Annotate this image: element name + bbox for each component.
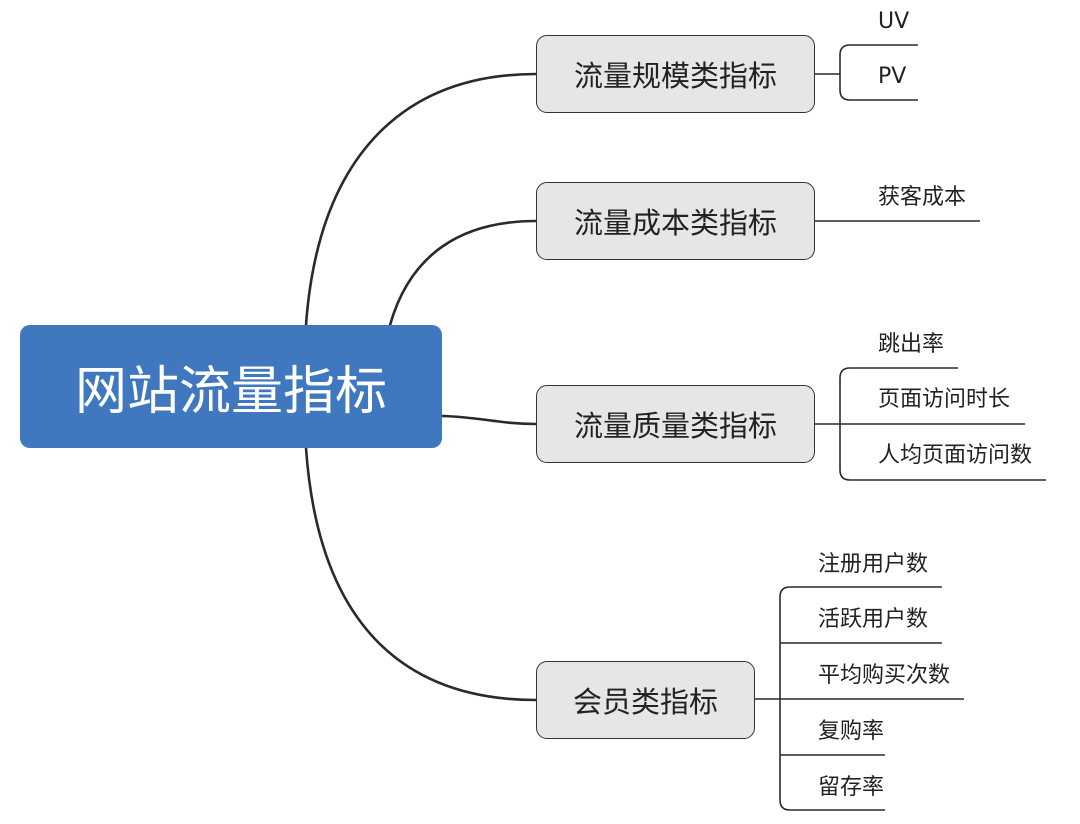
leaf-active-users: 活跃用户数 [818, 607, 929, 632]
branch-4-bracket [779, 586, 942, 811]
leaf-acquisition-cost: 获客成本 [878, 185, 967, 210]
connector-central-to-branch-4 [304, 446, 538, 702]
leaf-pages-per-visitor: 人均页面访问数 [878, 443, 1033, 468]
leaf-bounce-rate: 跳出率 [878, 332, 945, 357]
branch-3-bracket [839, 367, 1046, 481]
connector-central-to-branch-2 [388, 219, 538, 327]
branch-node-membership: 会员类指标 [536, 661, 755, 739]
connector-central-to-branch-3 [440, 414, 538, 426]
leaf-avg-purchases: 平均购买次数 [818, 663, 951, 688]
leaf-registered-users: 注册用户数 [818, 552, 929, 577]
leaf-retention-rate: 留存率 [818, 775, 885, 800]
leaf-repurchase-rate: 复购率 [818, 719, 885, 744]
branch-node-traffic-scale: 流量规模类指标 [536, 35, 815, 113]
leaf-pv: PV [878, 64, 907, 89]
leaf-page-visit-duration: 页面访问时长 [878, 387, 1011, 412]
connector-central-to-branch-1 [304, 72, 538, 327]
leaf-uv: UV [878, 9, 910, 34]
central-topic: 网站流量指标 [20, 325, 442, 448]
branch-node-traffic-cost: 流量成本类指标 [536, 182, 815, 260]
branch-1-bracket [839, 44, 918, 101]
branch-node-traffic-quality: 流量质量类指标 [536, 385, 815, 463]
